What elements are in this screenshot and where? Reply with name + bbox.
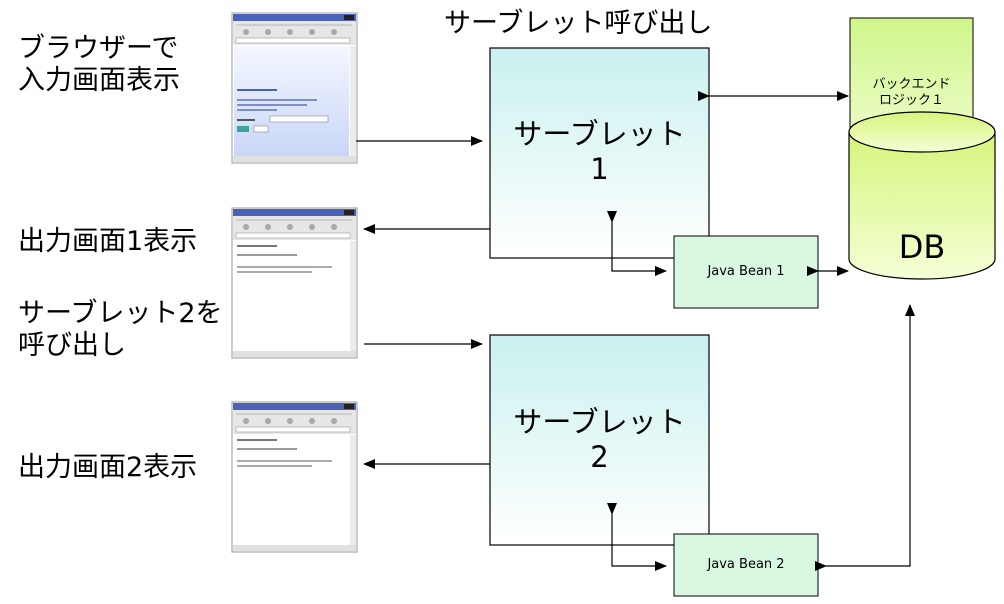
bean1-label: Java Bean 1 bbox=[707, 264, 785, 280]
browser-output1-screen bbox=[231, 207, 358, 359]
bean2-box bbox=[673, 533, 819, 597]
servlet2-label: サーブレット 2 bbox=[513, 405, 686, 474]
label-output2: 出力画面2表示 bbox=[18, 452, 198, 483]
label-browser-input: ブラウザーで 入力画面表示 bbox=[18, 33, 180, 96]
servlet1-box bbox=[489, 47, 710, 259]
db-cylinder bbox=[848, 111, 996, 280]
label-call-servlet2: サーブレット2を 呼び出し bbox=[18, 298, 223, 361]
label-output1: 出力画面1表示 bbox=[18, 226, 198, 257]
browser-input-screen bbox=[231, 12, 358, 164]
bean1-box bbox=[673, 235, 819, 309]
browser-output2-screen bbox=[231, 401, 358, 553]
bean2-label: Java Bean 2 bbox=[707, 557, 785, 573]
servlet1-label: サーブレット 1 bbox=[513, 117, 686, 186]
label-servlet-call: サーブレット呼び出し bbox=[444, 8, 713, 39]
db-label: DB bbox=[898, 227, 946, 266]
servlet2-box bbox=[489, 334, 710, 546]
arrow-servlet1-bean1 bbox=[607, 211, 667, 276]
backend-label: バックエンド ロジック１ bbox=[872, 77, 951, 108]
arrow-bean2-db bbox=[815, 304, 915, 571]
arrow-servlet2-bean2 bbox=[607, 503, 667, 571]
